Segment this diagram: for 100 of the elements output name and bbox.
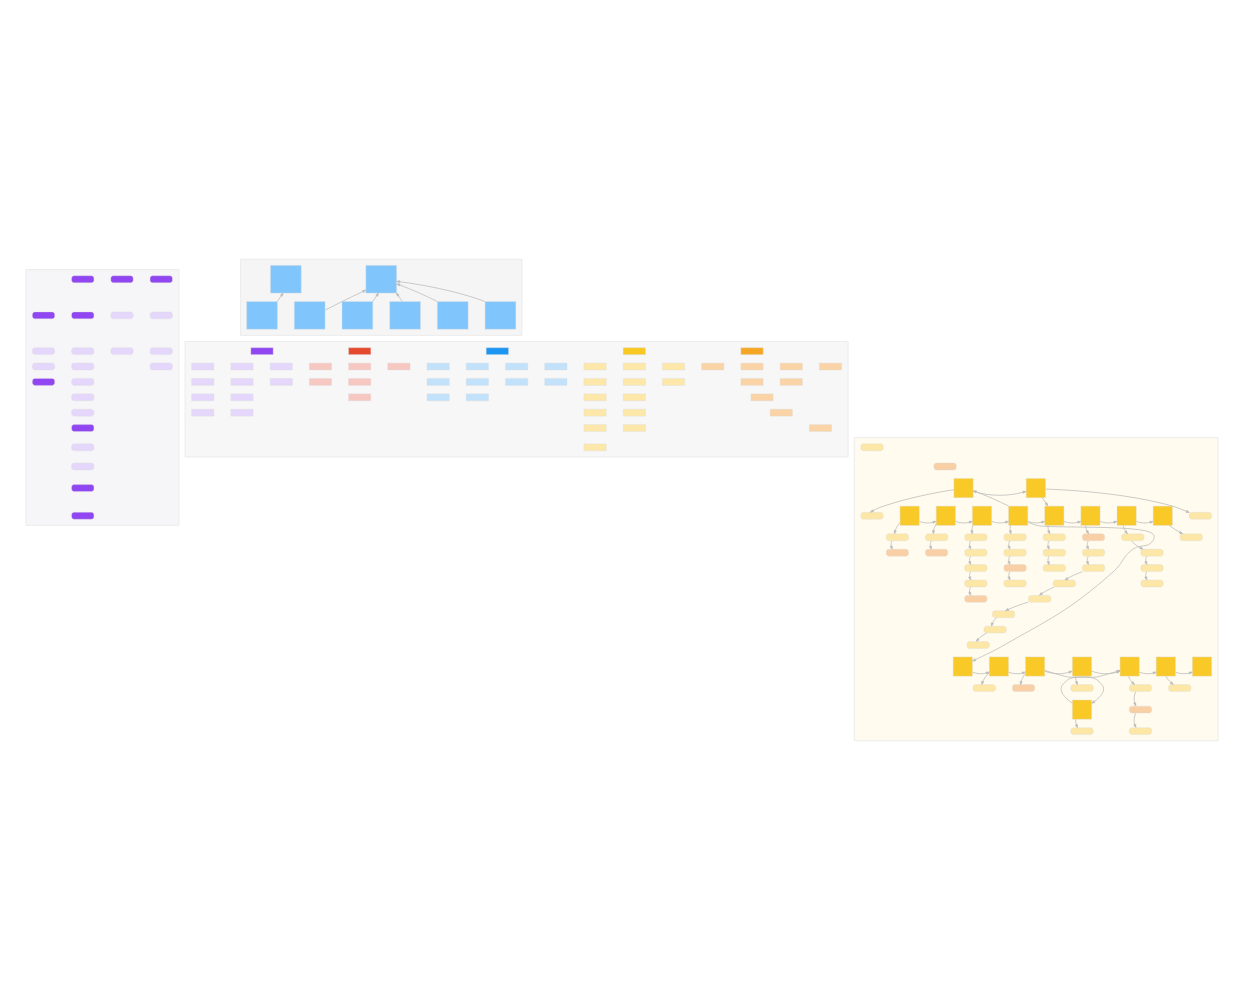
node-box	[1072, 655, 1092, 676]
node-box	[544, 361, 568, 370]
arrow	[972, 520, 1155, 661]
cluster	[25, 268, 180, 525]
node-box	[230, 377, 254, 385]
node-box	[71, 377, 95, 385]
node-box	[1080, 504, 1101, 525]
node-box	[925, 532, 948, 540]
arrow	[981, 671, 990, 684]
node-box	[466, 392, 489, 400]
arrow	[1139, 670, 1157, 674]
node-box	[191, 408, 215, 416]
node-box	[1121, 532, 1145, 540]
arrow	[870, 488, 955, 512]
node-box	[71, 346, 95, 354]
node-box	[71, 423, 95, 431]
node-box	[348, 377, 372, 385]
node-box	[341, 300, 373, 329]
node-box	[860, 442, 884, 450]
arrow	[1085, 524, 1089, 534]
node-box	[583, 423, 607, 431]
node-box	[933, 461, 957, 470]
node-box	[1168, 683, 1192, 691]
node-box	[1152, 504, 1173, 525]
node-box	[740, 346, 764, 354]
node-box	[964, 578, 988, 587]
node-box	[886, 548, 909, 556]
node-box	[294, 300, 326, 329]
node-box	[972, 504, 992, 525]
node-box	[1082, 532, 1105, 540]
node-box	[1003, 563, 1027, 571]
node-box	[809, 423, 832, 431]
arrow	[1047, 524, 1051, 534]
node-box	[486, 346, 509, 354]
node-box	[230, 361, 254, 370]
arrow	[372, 291, 379, 301]
arrow	[1008, 670, 1026, 674]
arrow	[972, 489, 1010, 506]
node-box	[1044, 504, 1065, 525]
arrow	[1131, 539, 1144, 549]
node-box	[952, 655, 973, 676]
node-box	[583, 377, 607, 385]
node-box	[964, 594, 988, 602]
arrow	[1046, 555, 1050, 564]
arrow	[1168, 524, 1184, 534]
arrow	[973, 489, 1027, 495]
node-box	[1012, 683, 1035, 691]
node-box	[505, 361, 528, 370]
node-box	[701, 361, 725, 370]
node-box	[1042, 563, 1066, 571]
node-box	[622, 377, 646, 385]
arrow	[1136, 519, 1154, 523]
arrow	[396, 291, 403, 301]
arrow	[1044, 669, 1073, 674]
node-box	[662, 377, 685, 385]
arrow	[1133, 690, 1137, 706]
node-box	[437, 300, 469, 329]
cluster	[240, 257, 523, 335]
arrow	[1144, 555, 1148, 564]
node-box	[309, 377, 332, 385]
arrow	[1175, 670, 1193, 674]
node-box	[466, 361, 489, 370]
node-box	[769, 408, 793, 416]
node-box	[1129, 726, 1152, 734]
node-box	[230, 392, 254, 400]
arrow	[1085, 555, 1089, 564]
node-box	[583, 392, 607, 400]
arrow	[396, 279, 486, 301]
cluster	[184, 340, 849, 457]
node-box	[191, 392, 215, 400]
arrow	[968, 539, 972, 549]
cluster	[853, 436, 1219, 741]
node-box	[925, 548, 948, 556]
node-box	[622, 361, 646, 370]
node-box	[936, 504, 956, 525]
node-box	[110, 274, 134, 282]
node-box	[989, 655, 1009, 676]
arrow	[1007, 539, 1011, 549]
node-box	[1070, 726, 1094, 734]
arrow	[919, 519, 937, 523]
node-box	[149, 310, 173, 319]
arrow	[991, 519, 1009, 523]
arrow	[1041, 496, 1049, 506]
arrow	[1144, 570, 1148, 580]
arrow	[1064, 570, 1083, 580]
node-box	[505, 377, 528, 385]
node-box	[1003, 532, 1027, 540]
node-box	[309, 361, 332, 370]
node-box	[348, 346, 372, 354]
node-box	[387, 361, 411, 370]
node-box	[1072, 698, 1092, 719]
node-box	[71, 461, 95, 470]
node-box	[1156, 655, 1176, 676]
node-box	[860, 511, 884, 519]
node-box	[149, 274, 173, 282]
arrow	[968, 570, 972, 580]
arrow	[396, 282, 438, 301]
arrow	[968, 585, 972, 595]
node-box	[484, 300, 517, 329]
node-box	[191, 377, 215, 385]
